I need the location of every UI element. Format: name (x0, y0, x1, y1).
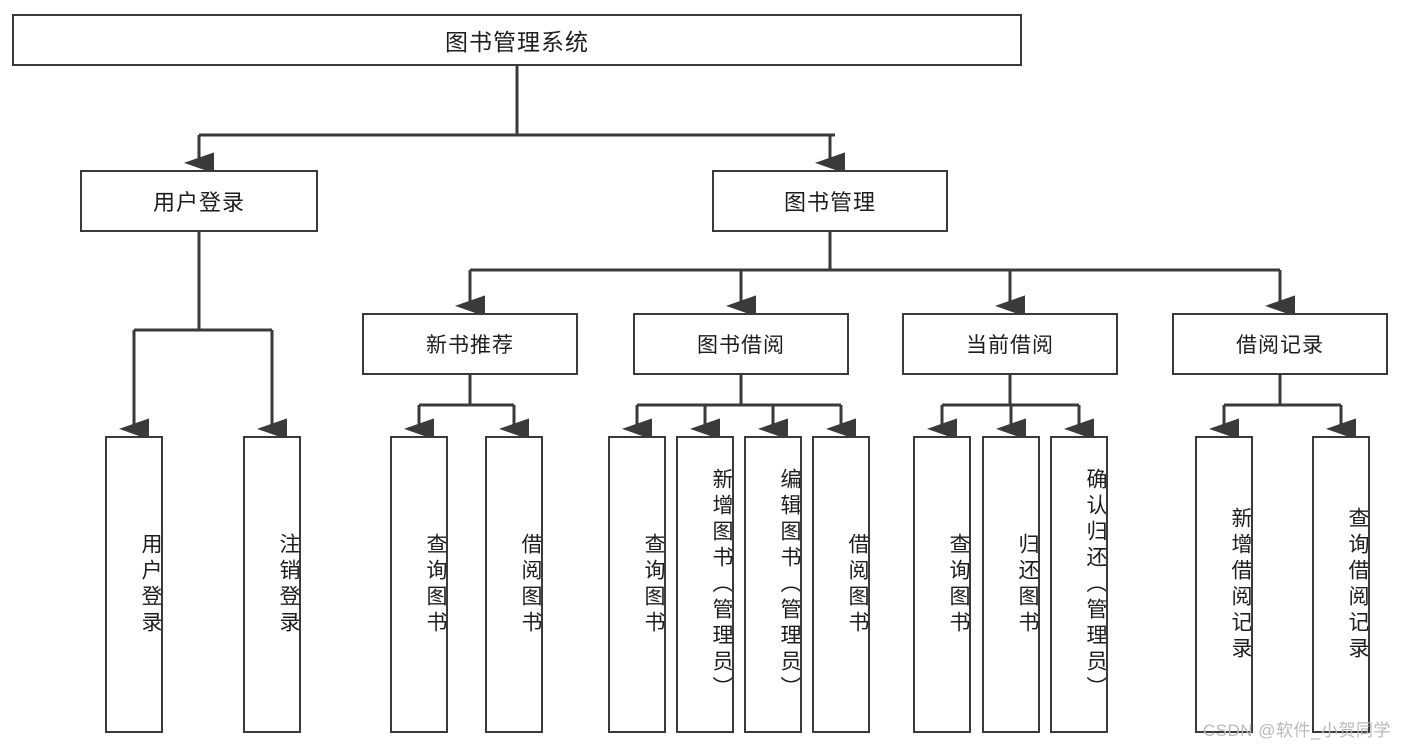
leaf-node[interactable]: 注销登录 (243, 436, 301, 733)
leaf-node[interactable]: 确认归还（管理员） (1050, 436, 1108, 733)
leaf-node[interactable]: 查询借阅记录 (1312, 436, 1370, 733)
node-book-management[interactable]: 图书管理 (712, 170, 948, 232)
node-book-borrow[interactable]: 图书借阅 (633, 313, 849, 375)
csdn-watermark: CSDN @软件_小贺同学 (1202, 721, 1391, 740)
leaf-node[interactable]: 查询图书 (608, 436, 666, 733)
leaf-node[interactable]: 借阅图书 (485, 436, 543, 733)
leaf-node[interactable]: 编辑图书（管理员） (744, 436, 802, 733)
node-borrow-record[interactable]: 借阅记录 (1172, 313, 1388, 375)
node-current-borrow[interactable]: 当前借阅 (902, 313, 1118, 375)
leaf-node[interactable]: 新增图书（管理员） (676, 436, 734, 733)
leaf-node[interactable]: 用户登录 (105, 436, 163, 733)
leaf-node[interactable]: 查询图书 (913, 436, 971, 733)
node-root[interactable]: 图书管理系统 (12, 14, 1022, 66)
leaf-node[interactable]: 归还图书 (982, 436, 1040, 733)
node-user-login[interactable]: 用户登录 (80, 170, 318, 232)
leaf-node[interactable]: 新增借阅记录 (1195, 436, 1253, 733)
leaf-node[interactable]: 查询图书 (390, 436, 448, 733)
node-new-book-recommend[interactable]: 新书推荐 (362, 313, 578, 375)
leaf-node[interactable]: 借阅图书 (812, 436, 870, 733)
